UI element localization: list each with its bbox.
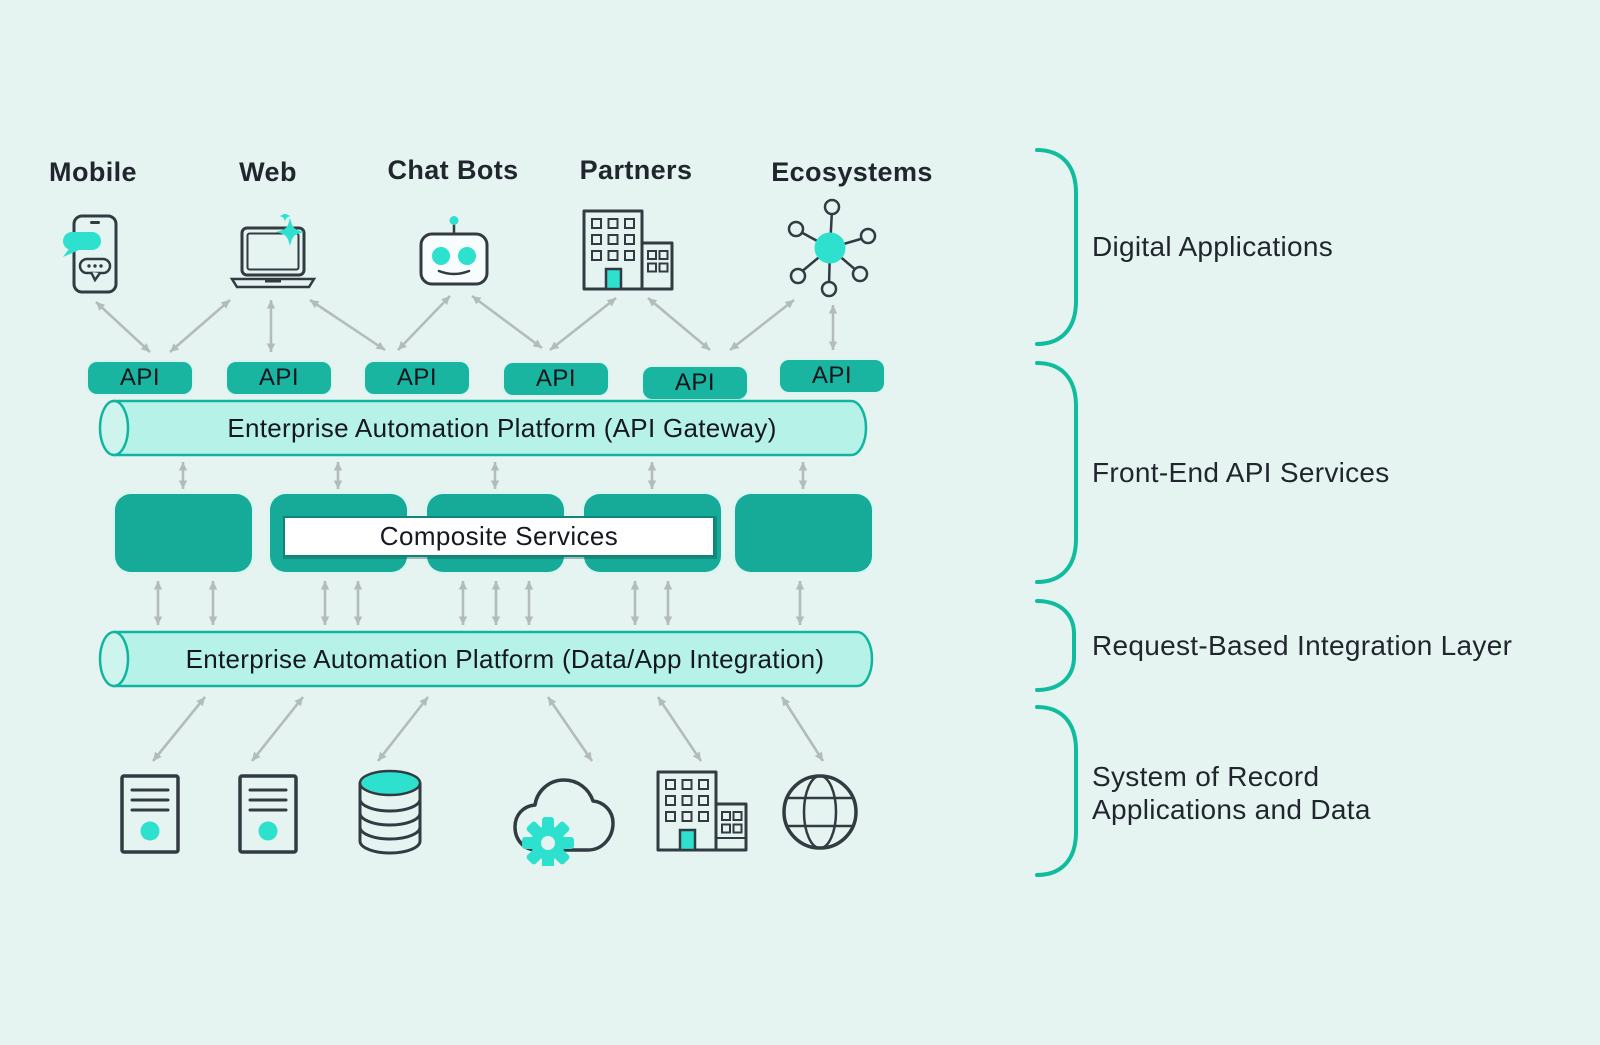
services-to-integration-arrows (153, 581, 805, 625)
globe-icon (778, 770, 862, 859)
robot-icon (414, 213, 494, 296)
layer-label-digital-applications: Digital Applications (1092, 231, 1334, 262)
composite-services-bar: Composite Services (283, 516, 715, 557)
api-gateway-cylinder: Enterprise Automation Platform (API Gate… (97, 398, 881, 458)
service-box-1 (115, 494, 252, 572)
channel-label-partners: Partners (579, 155, 693, 185)
laptop-icon (226, 210, 320, 301)
layer-label-system-of-record: System of Record Applications and Data (1092, 760, 1371, 826)
bracket-request-based-integration (1035, 599, 1076, 692)
server-icon (118, 772, 182, 861)
bracket-front-end-api-services (1035, 361, 1078, 584)
mobile-chat-icon (62, 212, 120, 303)
channel-to-api-arrows (95, 294, 838, 353)
channel-label-chat-bots: Chat Bots (387, 155, 519, 185)
cloud-gear-icon (508, 766, 624, 871)
layer-label-request-based-integration: Request-Based Integration Layer (1092, 630, 1513, 661)
bracket-digital-applications (1035, 148, 1078, 346)
api-box-2: API (227, 362, 331, 394)
gateway-to-services-arrows (178, 462, 808, 489)
api-box-6: API (780, 360, 884, 392)
channel-label-mobile: Mobile (49, 157, 137, 187)
integration-to-systems-arrows (151, 696, 825, 762)
integration-cylinder: Enterprise Automation Platform (Data/App… (97, 629, 887, 689)
server-icon (236, 772, 300, 861)
api-box-4: API (504, 363, 608, 395)
office-building-icon (578, 205, 678, 300)
layer-brackets (1035, 148, 1078, 877)
bracket-system-of-record (1035, 705, 1078, 877)
channel-label-ecosystems: Ecosystems (771, 157, 933, 187)
api-box-1: API (88, 362, 192, 394)
network-hub-icon (780, 192, 880, 305)
integration-label: Enterprise Automation Platform (Data/App… (185, 643, 825, 674)
layer-label-system-of-record-line1: System of Record (1092, 761, 1320, 792)
layer-label-front-end-api-services: Front-End API Services (1092, 457, 1390, 488)
database-icon (356, 766, 424, 863)
channel-label-web: Web (239, 157, 297, 187)
service-box-5 (735, 494, 872, 572)
enterprise-building-icon (652, 766, 752, 861)
api-box-5: API (643, 367, 747, 399)
api-box-3: API (365, 362, 469, 394)
api-gateway-label: Enterprise Automation Platform (API Gate… (227, 412, 777, 443)
layer-label-system-of-record-line2: Applications and Data (1092, 794, 1371, 825)
